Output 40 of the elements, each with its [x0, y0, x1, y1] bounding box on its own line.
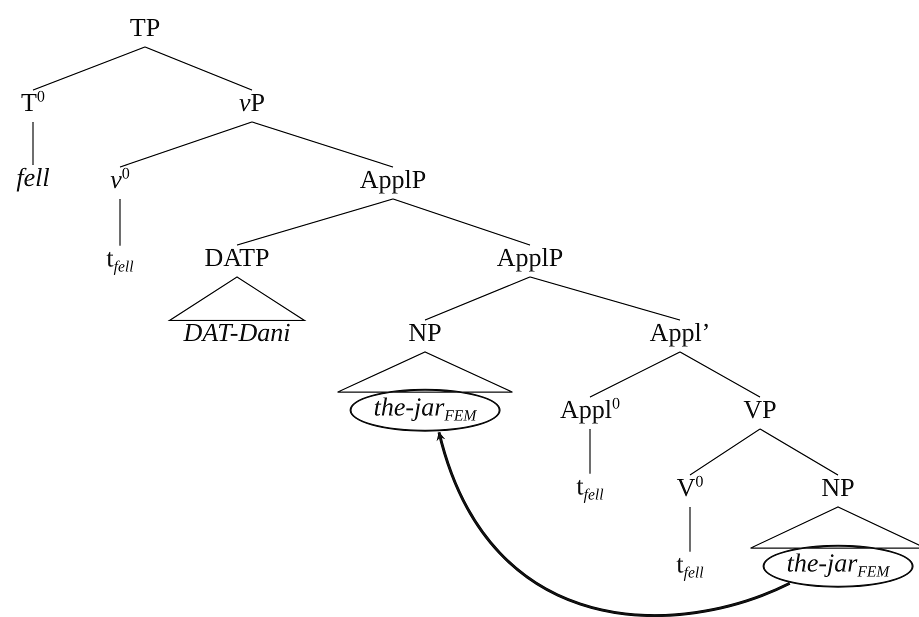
movement-arrow: [437, 432, 790, 617]
tree-branch: [252, 121, 394, 168]
word-label: DAT-Dani: [182, 318, 292, 348]
category-label: TP: [128, 13, 162, 43]
triangle-branch: [336, 351, 514, 393]
circled-word: the-jar$_{FEM}$: [762, 544, 914, 588]
category-label: DATP: [202, 243, 272, 273]
tree-branch: [392, 198, 530, 246]
tree-branch: [589, 428, 591, 474]
circled-word: the-jar$_{FEM}$: [350, 388, 500, 432]
category-label: vP: [237, 88, 267, 118]
tree-branch: [760, 428, 838, 476]
tree-branch: [32, 122, 34, 166]
category-label: v$^{0}$: [108, 165, 132, 195]
category-label: NP: [819, 473, 857, 503]
tree-branch: [120, 121, 252, 168]
tree-branch: [144, 46, 252, 91]
category-label: Appl’: [648, 318, 712, 348]
triangle-branch: [750, 506, 919, 549]
triangle-branch: [168, 276, 306, 322]
category-label: t$_{fell}$: [104, 244, 136, 276]
tree-branch: [424, 276, 530, 321]
category-label: Appl$^{0}$: [558, 395, 622, 425]
tree-branch: [689, 506, 691, 552]
tree-branch: [32, 46, 146, 91]
tree-branch: [530, 276, 680, 321]
category-label: T$^{0}$: [19, 88, 47, 118]
category-label: V$^{0}$: [674, 473, 706, 503]
category-label: ApplP: [494, 243, 566, 273]
tree-branch: [690, 428, 760, 476]
category-label: NP: [406, 318, 444, 348]
category-label: t$_{fell}$: [574, 472, 606, 504]
tree-branch: [236, 198, 394, 246]
tree-branch: [680, 351, 760, 398]
category-label: t$_{fell}$: [674, 550, 706, 582]
category-label: VP: [741, 395, 779, 425]
word-label: fell: [14, 163, 52, 193]
tree-branch: [590, 351, 680, 398]
category-label: ApplP: [358, 165, 428, 195]
tree-branch: [119, 198, 121, 246]
